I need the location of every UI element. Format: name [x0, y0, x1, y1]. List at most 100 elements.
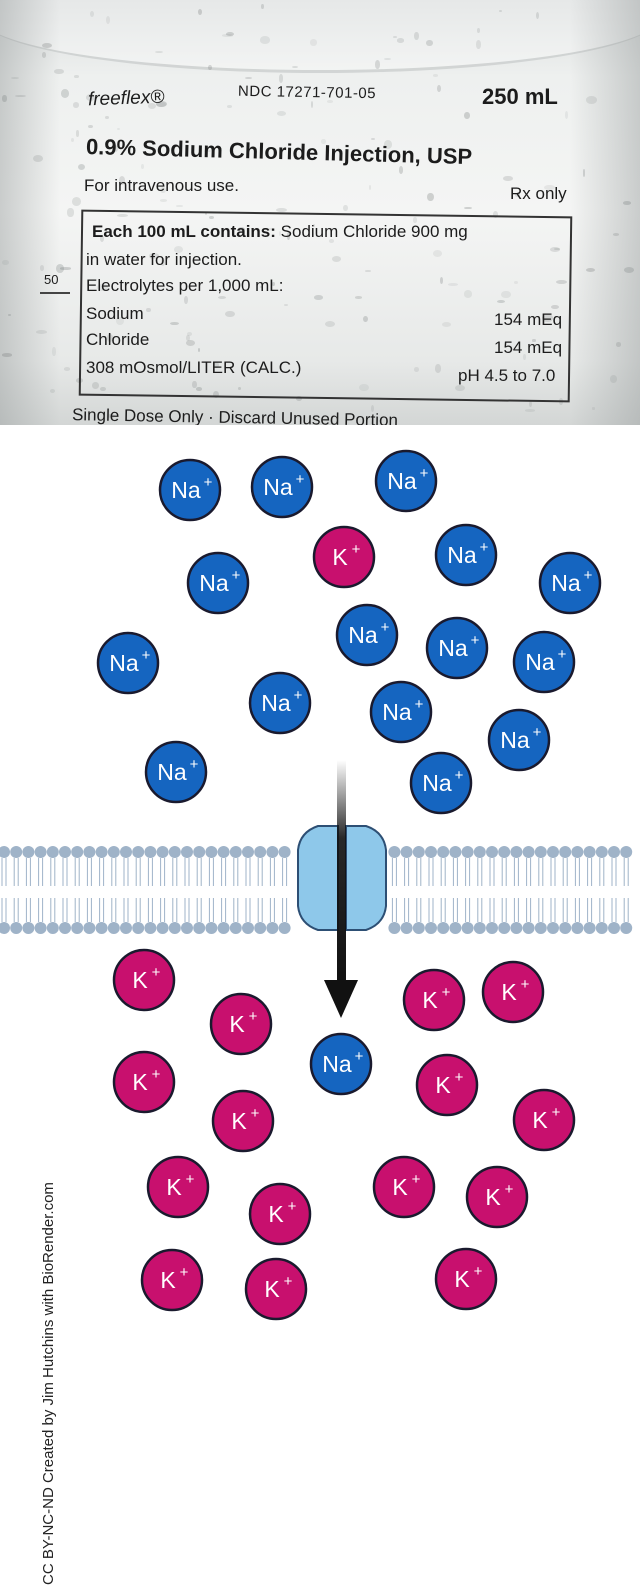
ion-charge: + — [284, 1273, 293, 1290]
lipid-head — [254, 922, 267, 934]
droplet — [355, 296, 362, 299]
droplet — [8, 313, 11, 317]
ion-charge: + — [251, 1105, 260, 1122]
lipid-head — [22, 922, 35, 934]
ion-body — [372, 1155, 436, 1219]
ion-body — [248, 1182, 312, 1246]
lipid-head — [449, 922, 462, 934]
lipid-head — [59, 922, 71, 934]
lipid-head — [278, 922, 291, 934]
lipid-head — [534, 846, 547, 858]
lipid-head — [83, 922, 96, 934]
droplet — [203, 150, 211, 153]
droplet — [2, 260, 9, 266]
ion-body — [96, 631, 160, 695]
droplet — [140, 163, 144, 169]
contents-heading: Each 100 mL contains: — [92, 222, 276, 241]
droplet — [328, 239, 334, 243]
lipid-head — [425, 846, 437, 858]
droplet — [184, 295, 188, 304]
droplet — [39, 264, 45, 272]
droplet — [50, 389, 56, 394]
lipid-head — [559, 922, 572, 934]
ion-label: Na — [348, 622, 378, 648]
sodium-ion: Na+ — [309, 1032, 373, 1096]
lipid-head — [156, 922, 169, 934]
ion-body — [335, 603, 399, 667]
ion-label: Na — [171, 477, 201, 503]
lipid-head — [486, 922, 498, 934]
droplet — [88, 124, 93, 128]
droplet — [238, 387, 241, 391]
ion-body — [250, 455, 314, 519]
droplet — [586, 96, 597, 104]
droplet — [156, 102, 167, 107]
ion-label: Na — [447, 542, 477, 568]
droplet — [107, 413, 116, 418]
droplet — [198, 348, 201, 353]
ion-label: K — [132, 1069, 148, 1095]
ion-charge: + — [455, 767, 464, 784]
ion-charge: + — [288, 1198, 297, 1215]
lipid-head — [34, 922, 47, 934]
sodium-ion: Na+ — [409, 751, 473, 815]
droplet — [447, 283, 458, 286]
lipid-head — [217, 846, 230, 858]
droplet — [553, 247, 561, 251]
droplet — [259, 36, 271, 44]
lipid-head — [547, 922, 559, 934]
lipid-head — [120, 846, 132, 858]
ion-charge: + — [442, 984, 451, 1001]
lipid-head — [547, 846, 559, 858]
droplet — [170, 321, 179, 325]
droplet — [501, 290, 511, 299]
droplet — [432, 249, 443, 258]
route-of-use: For intravenous use. — [84, 176, 239, 195]
ion-charge: + — [352, 541, 361, 558]
lipid-head — [534, 922, 547, 934]
droplet — [97, 284, 108, 291]
lipid-head — [120, 922, 132, 934]
droplet — [514, 281, 518, 284]
droplet — [532, 339, 536, 343]
potassium-ion: K+ — [465, 1165, 529, 1229]
ion-body — [146, 1155, 210, 1219]
droplet — [63, 366, 71, 371]
droplet — [226, 105, 233, 109]
ion-label: Na — [525, 649, 555, 675]
droplet — [426, 40, 433, 46]
droplet — [217, 295, 227, 300]
droplet — [11, 76, 20, 79]
droplet — [463, 290, 473, 298]
lipid-head — [205, 846, 218, 858]
droplet — [204, 212, 208, 216]
ion-body — [434, 1247, 498, 1311]
ion-body — [415, 1053, 479, 1117]
droplet — [176, 205, 183, 208]
droplet — [276, 110, 287, 117]
droplet — [498, 10, 502, 13]
lipid-head — [608, 846, 620, 858]
potassium-ion: K+ — [244, 1257, 308, 1321]
droplet — [192, 381, 197, 389]
droplet — [609, 375, 618, 383]
ion-body — [248, 671, 312, 735]
ion-label: Na — [157, 759, 187, 785]
droplet — [89, 11, 95, 18]
lipid-head — [510, 922, 523, 934]
droplet — [427, 192, 434, 201]
droplet — [100, 386, 106, 391]
ion-charge: + — [190, 756, 199, 773]
droplet — [146, 307, 151, 313]
osmolarity-label: 308 mOsmol/LITER (CALC.) — [86, 358, 302, 377]
droplet — [117, 127, 121, 131]
ion-charge: + — [355, 1048, 364, 1065]
lipid-head — [266, 922, 279, 934]
diagram-canvas: Na+Na+Na+K+Na+Na+Na+Na+Na+Na+Na+Na+Na+Na… — [0, 449, 633, 1321]
ion-label: Na — [261, 690, 291, 716]
lipid-head — [193, 846, 206, 858]
droplet — [375, 60, 380, 69]
droplet — [362, 315, 368, 323]
droplet — [476, 40, 481, 49]
lipid-head — [144, 846, 157, 858]
